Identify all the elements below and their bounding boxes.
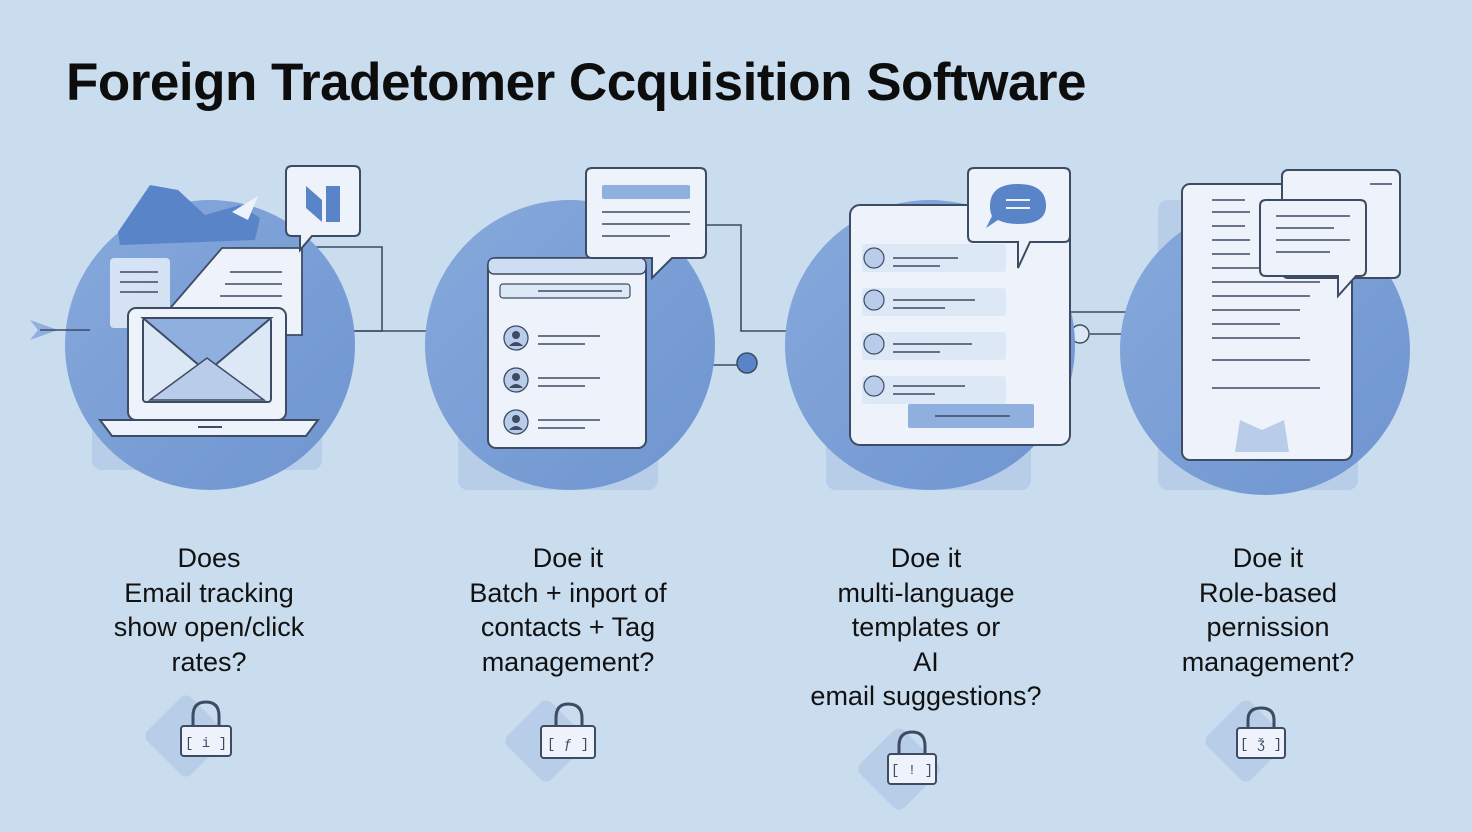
- multi-language-illustration: [785, 167, 1075, 490]
- mountain-icon: [118, 185, 260, 245]
- question-line: AI: [913, 646, 939, 677]
- svg-text:[ ƒ ]: [ ƒ ]: [547, 737, 589, 753]
- padlock-icon: [ ƒ ]: [505, 700, 596, 782]
- chat-bubble-icon: [585, 167, 707, 281]
- chat-bubble-icon: [967, 167, 1071, 269]
- envelope-icon: [140, 317, 274, 403]
- question-line: Doe it: [1232, 543, 1304, 573]
- question-line: management?: [481, 646, 655, 677]
- role-permission-illustration: [1120, 169, 1410, 495]
- feature-question-role-permission: Doe it Role-based pernission management?: [1182, 541, 1355, 679]
- chat-bubble-icon: [285, 165, 361, 253]
- question-line: Doe it: [532, 543, 604, 573]
- feature-question-batch-import: Doe it Batch + inport of contacts + Tag …: [469, 541, 666, 679]
- question-line: management?: [1181, 646, 1355, 677]
- batch-import-illustration: [425, 167, 715, 490]
- question-line: contacts + Tag: [480, 612, 656, 642]
- padlock-icon: [ i ]: [145, 695, 232, 777]
- question-line: Batch + inport of: [469, 577, 667, 608]
- question-line: Does: [177, 543, 241, 573]
- page-title: Foreign Tradetomer Ccquisition Software: [66, 53, 1087, 112]
- template-list-icon: [849, 204, 1071, 446]
- question-line: rates?: [171, 646, 247, 677]
- question-line: Role-based: [1198, 577, 1338, 608]
- email-tracking-illustration: [30, 165, 361, 490]
- question-line: Email tracking: [124, 577, 294, 608]
- padlock-icon: [ ! ]: [858, 728, 940, 810]
- feature-question-multi-language: Doe it multi-language templates or AI em…: [810, 541, 1041, 714]
- padlock-icon: [ ǯ ]: [1205, 700, 1287, 782]
- chat-bubble-icon: [1259, 169, 1401, 299]
- svg-text:[ ! ]: [ ! ]: [891, 763, 933, 779]
- question-line: pernission: [1206, 612, 1330, 642]
- send-arrow-icon: [30, 320, 90, 340]
- svg-text:[ ǯ ]: [ ǯ ]: [1240, 737, 1282, 753]
- connector-dot: [736, 352, 758, 374]
- question-line: templates or: [851, 612, 1001, 642]
- question-line: Doe it: [890, 543, 962, 573]
- paper-plane-icon: [232, 196, 258, 220]
- question-line: email suggestions?: [810, 681, 1042, 711]
- svg-text:[ i ]: [ i ]: [185, 736, 227, 752]
- contact-list-icon: [487, 257, 647, 449]
- question-line: multi-language: [837, 577, 1015, 608]
- question-line: show open/click: [113, 612, 305, 642]
- feature-question-email-tracking: Does Email tracking show open/click rate…: [114, 541, 305, 679]
